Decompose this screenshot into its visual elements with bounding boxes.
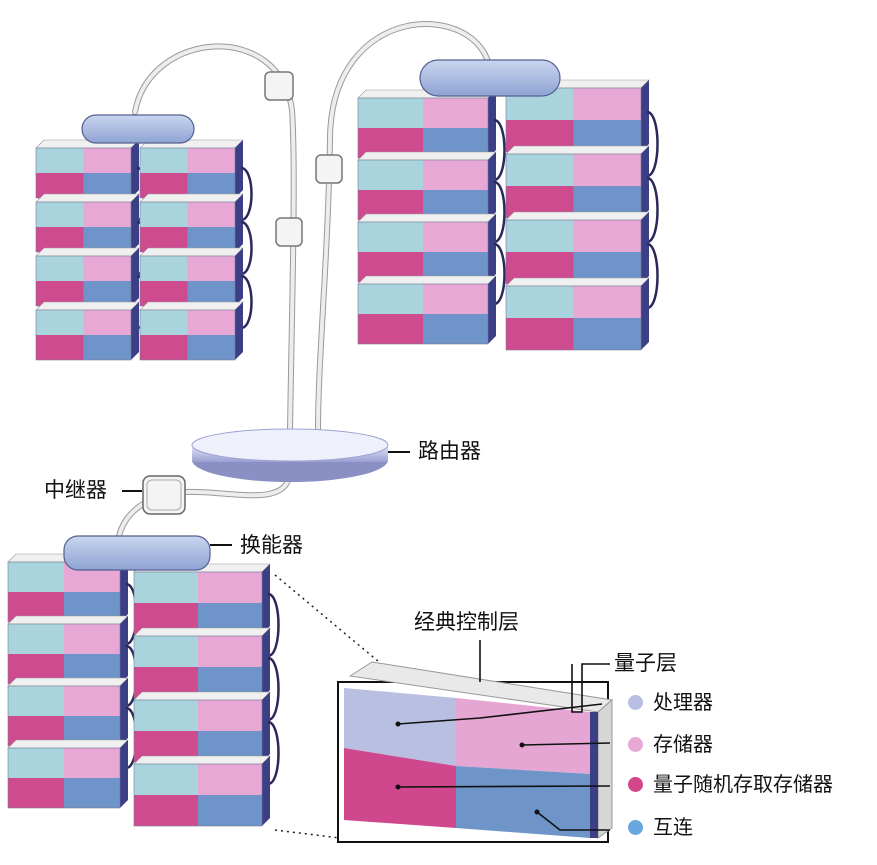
interconnect-loop xyxy=(493,242,506,306)
qpu-module xyxy=(139,193,244,253)
transducer-pill-right xyxy=(419,59,561,97)
cable-connector xyxy=(264,71,294,101)
label-router: 路由器 xyxy=(418,439,481,463)
zoom-lines xyxy=(274,574,386,839)
qpu-module xyxy=(139,139,244,199)
qpu-module xyxy=(139,301,244,361)
qpu-module xyxy=(357,151,497,221)
qpu-module xyxy=(505,211,650,285)
label-quantum-layer: 量子层 xyxy=(614,651,677,675)
legend-swatch-interconnect xyxy=(628,819,643,835)
zoomed-qpu-module xyxy=(337,640,614,843)
legend-label-processor: 处理器 xyxy=(653,690,713,714)
interconnect-loop xyxy=(646,110,659,178)
legend-label-qram: 量子随机存取存储器 xyxy=(653,772,833,796)
interconnect-loop xyxy=(240,166,253,222)
cable-connectors xyxy=(264,71,343,247)
legend-label-interconnect: 互连 xyxy=(653,815,693,839)
interconnect-loop xyxy=(267,720,280,786)
interconnect-loop xyxy=(493,118,506,182)
label-classical-control-layer: 经典控制层 xyxy=(414,610,519,634)
cable-connector xyxy=(275,217,303,247)
qpu-module xyxy=(133,563,271,635)
interconnect-loop xyxy=(267,656,280,722)
qpu-module xyxy=(357,213,497,283)
qpu-module xyxy=(357,275,497,345)
interconnect-loop xyxy=(646,176,659,244)
cable-connector xyxy=(315,154,343,184)
label-repeater: 中继器 xyxy=(44,478,107,502)
router xyxy=(191,428,410,482)
transducer-pill-left xyxy=(81,114,195,144)
label-transducer: 换能器 xyxy=(240,533,303,557)
interconnect-loop xyxy=(646,242,659,310)
qpu-module xyxy=(505,145,650,219)
legend-item-processor: 处理器 xyxy=(628,692,713,712)
top-transducers xyxy=(81,59,561,144)
qpu-module xyxy=(35,193,140,253)
qpu-module xyxy=(505,277,650,351)
repeater xyxy=(122,475,186,515)
legend-item-interconnect: 互连 xyxy=(628,817,693,837)
zoom-block-processor xyxy=(344,688,456,766)
qpu-module xyxy=(35,301,140,361)
interconnect-loop xyxy=(240,220,253,276)
legend-item-memory: 存储器 xyxy=(628,734,713,754)
legend-swatch-qram xyxy=(628,776,643,792)
legend-item-qram: 量子随机存取存储器 xyxy=(628,774,833,794)
qpu-module xyxy=(133,755,271,827)
interconnect-loop xyxy=(267,592,280,658)
interconnect-loop xyxy=(493,180,506,244)
qpu-module xyxy=(139,247,244,307)
legend-label-memory: 存储器 xyxy=(653,732,713,756)
interconnect-loop xyxy=(240,274,253,330)
qpu-module xyxy=(35,247,140,307)
qpu-module xyxy=(35,139,140,199)
qpu-module xyxy=(7,739,129,809)
qpu-module xyxy=(133,627,271,699)
qpu-module xyxy=(357,89,497,159)
legend-swatch-memory xyxy=(628,736,643,752)
zoom-block-interconnect xyxy=(456,766,590,838)
qpu-module xyxy=(133,691,271,763)
zoom-block-memory xyxy=(456,698,590,774)
qpu-module xyxy=(7,615,129,685)
qpu-module xyxy=(7,677,129,747)
processor-stacks xyxy=(7,79,659,827)
transducer xyxy=(63,535,232,571)
legend-swatch-processor xyxy=(628,694,643,710)
